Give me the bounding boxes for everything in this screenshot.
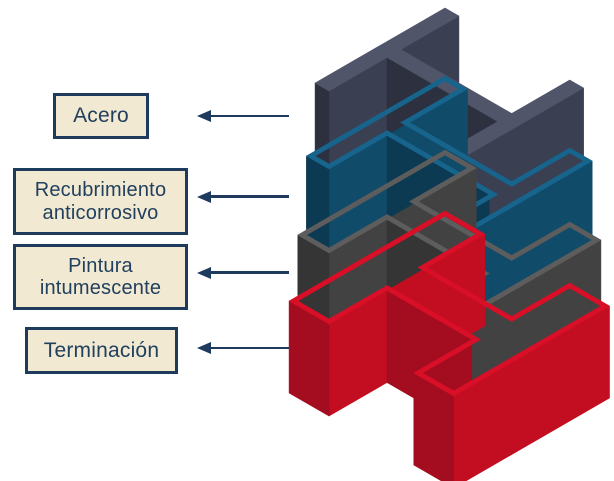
arrow-shaft [210, 346, 289, 350]
arrow-left-head-icon [197, 190, 211, 203]
label-box-terminacion: Terminación [25, 327, 178, 374]
label-text-terminacion: Terminación [43, 338, 160, 362]
label-box-acero: Acero [53, 93, 149, 139]
topcoat-finish-top-surface [288, 210, 610, 397]
arrow-shaft [210, 271, 289, 274]
label-box-pintura-intumescente: Pintura intumescente [13, 244, 188, 310]
label-text-pintura-intumescente: Pintura intumescente [39, 254, 162, 299]
arrow-left-head-icon [197, 342, 211, 354]
arrow-left-head-icon [197, 266, 211, 279]
anticorrosive-coating-left-flange-end-face [306, 155, 330, 249]
label-text-acero: Acero [73, 104, 129, 128]
arrow-left-head-icon [197, 110, 211, 122]
label-box-recubrimiento-anticorrosivo: Recubrimiento anticorrosivo [13, 168, 188, 235]
label-text-recubrimiento-anticorrosivo: Recubrimiento anticorrosivo [34, 179, 167, 224]
arrow-shaft [210, 195, 289, 198]
arrow-shaft [210, 114, 289, 118]
